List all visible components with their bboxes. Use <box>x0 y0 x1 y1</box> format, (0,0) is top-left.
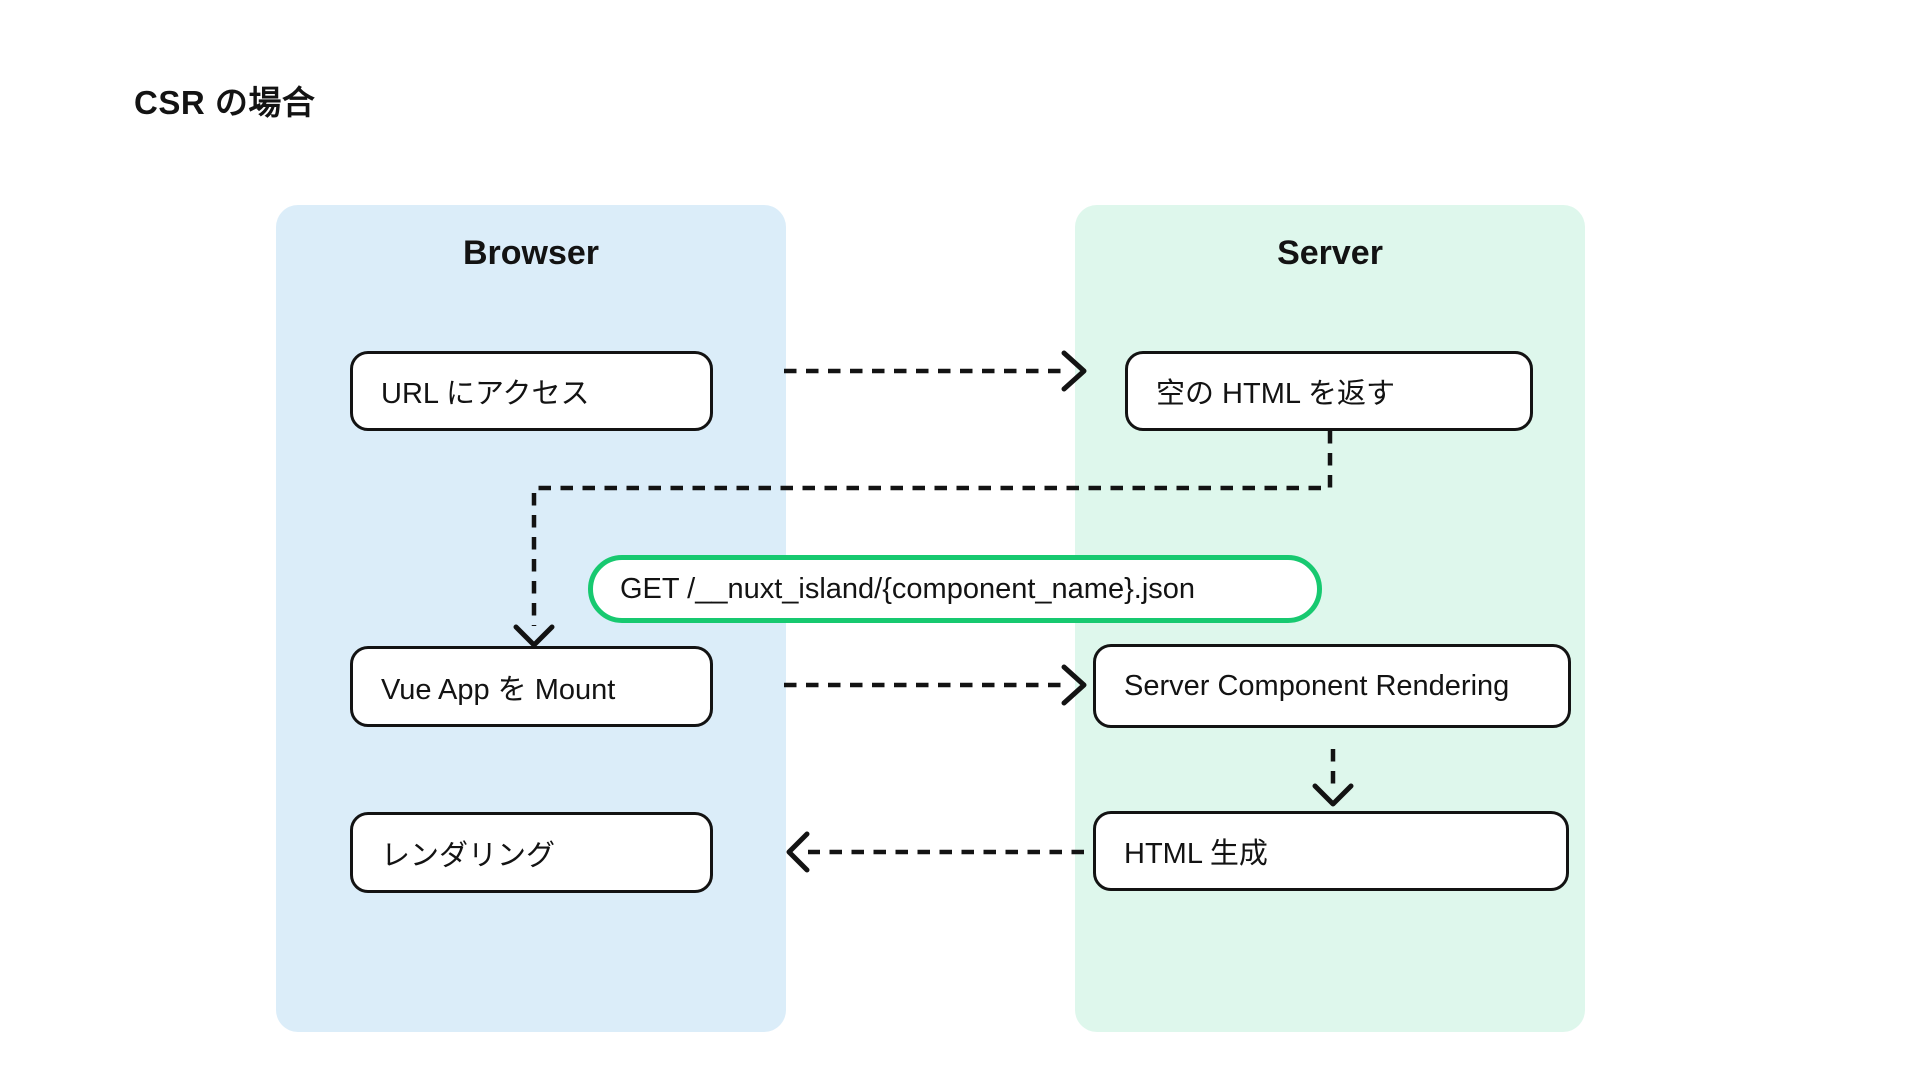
edge-url-access-to-empty-html <box>784 350 1087 392</box>
diagram-title: CSR の場合 <box>134 84 316 121</box>
node-empty-html: 空の HTML を返す <box>1125 351 1533 431</box>
edge-vue-mount-to-server-component-rendering <box>784 664 1087 706</box>
node-island-request: GET /__nuxt_island/{component_name}.json <box>588 555 1322 623</box>
node-rendering: レンダリング <box>350 812 713 893</box>
node-server-component-rendering: Server Component Rendering <box>1093 644 1571 728</box>
edge-html-generation-to-rendering <box>786 831 1084 873</box>
server-panel-title: Server <box>1277 234 1383 272</box>
browser-panel-title: Browser <box>462 234 600 272</box>
arrowhead-left-icon <box>786 831 810 873</box>
node-rendering-label: レンダリング <box>381 839 556 872</box>
node-island-request-label: GET /__nuxt_island/{component_name}.json <box>620 572 1196 605</box>
node-html-generation: HTML 生成 <box>1093 811 1569 891</box>
node-vue-mount-label: Vue App を Mount <box>381 673 616 706</box>
node-html-generation-label: HTML 生成 <box>1124 838 1268 870</box>
node-empty-html-label: 空の HTML を返す <box>1156 378 1395 410</box>
node-url-access-label: URL にアクセス <box>381 378 590 410</box>
node-vue-mount: Vue App を Mount <box>350 646 713 727</box>
node-url-access: URL にアクセス <box>350 351 713 431</box>
node-server-component-rendering-label: Server Component Rendering <box>1124 669 1510 702</box>
